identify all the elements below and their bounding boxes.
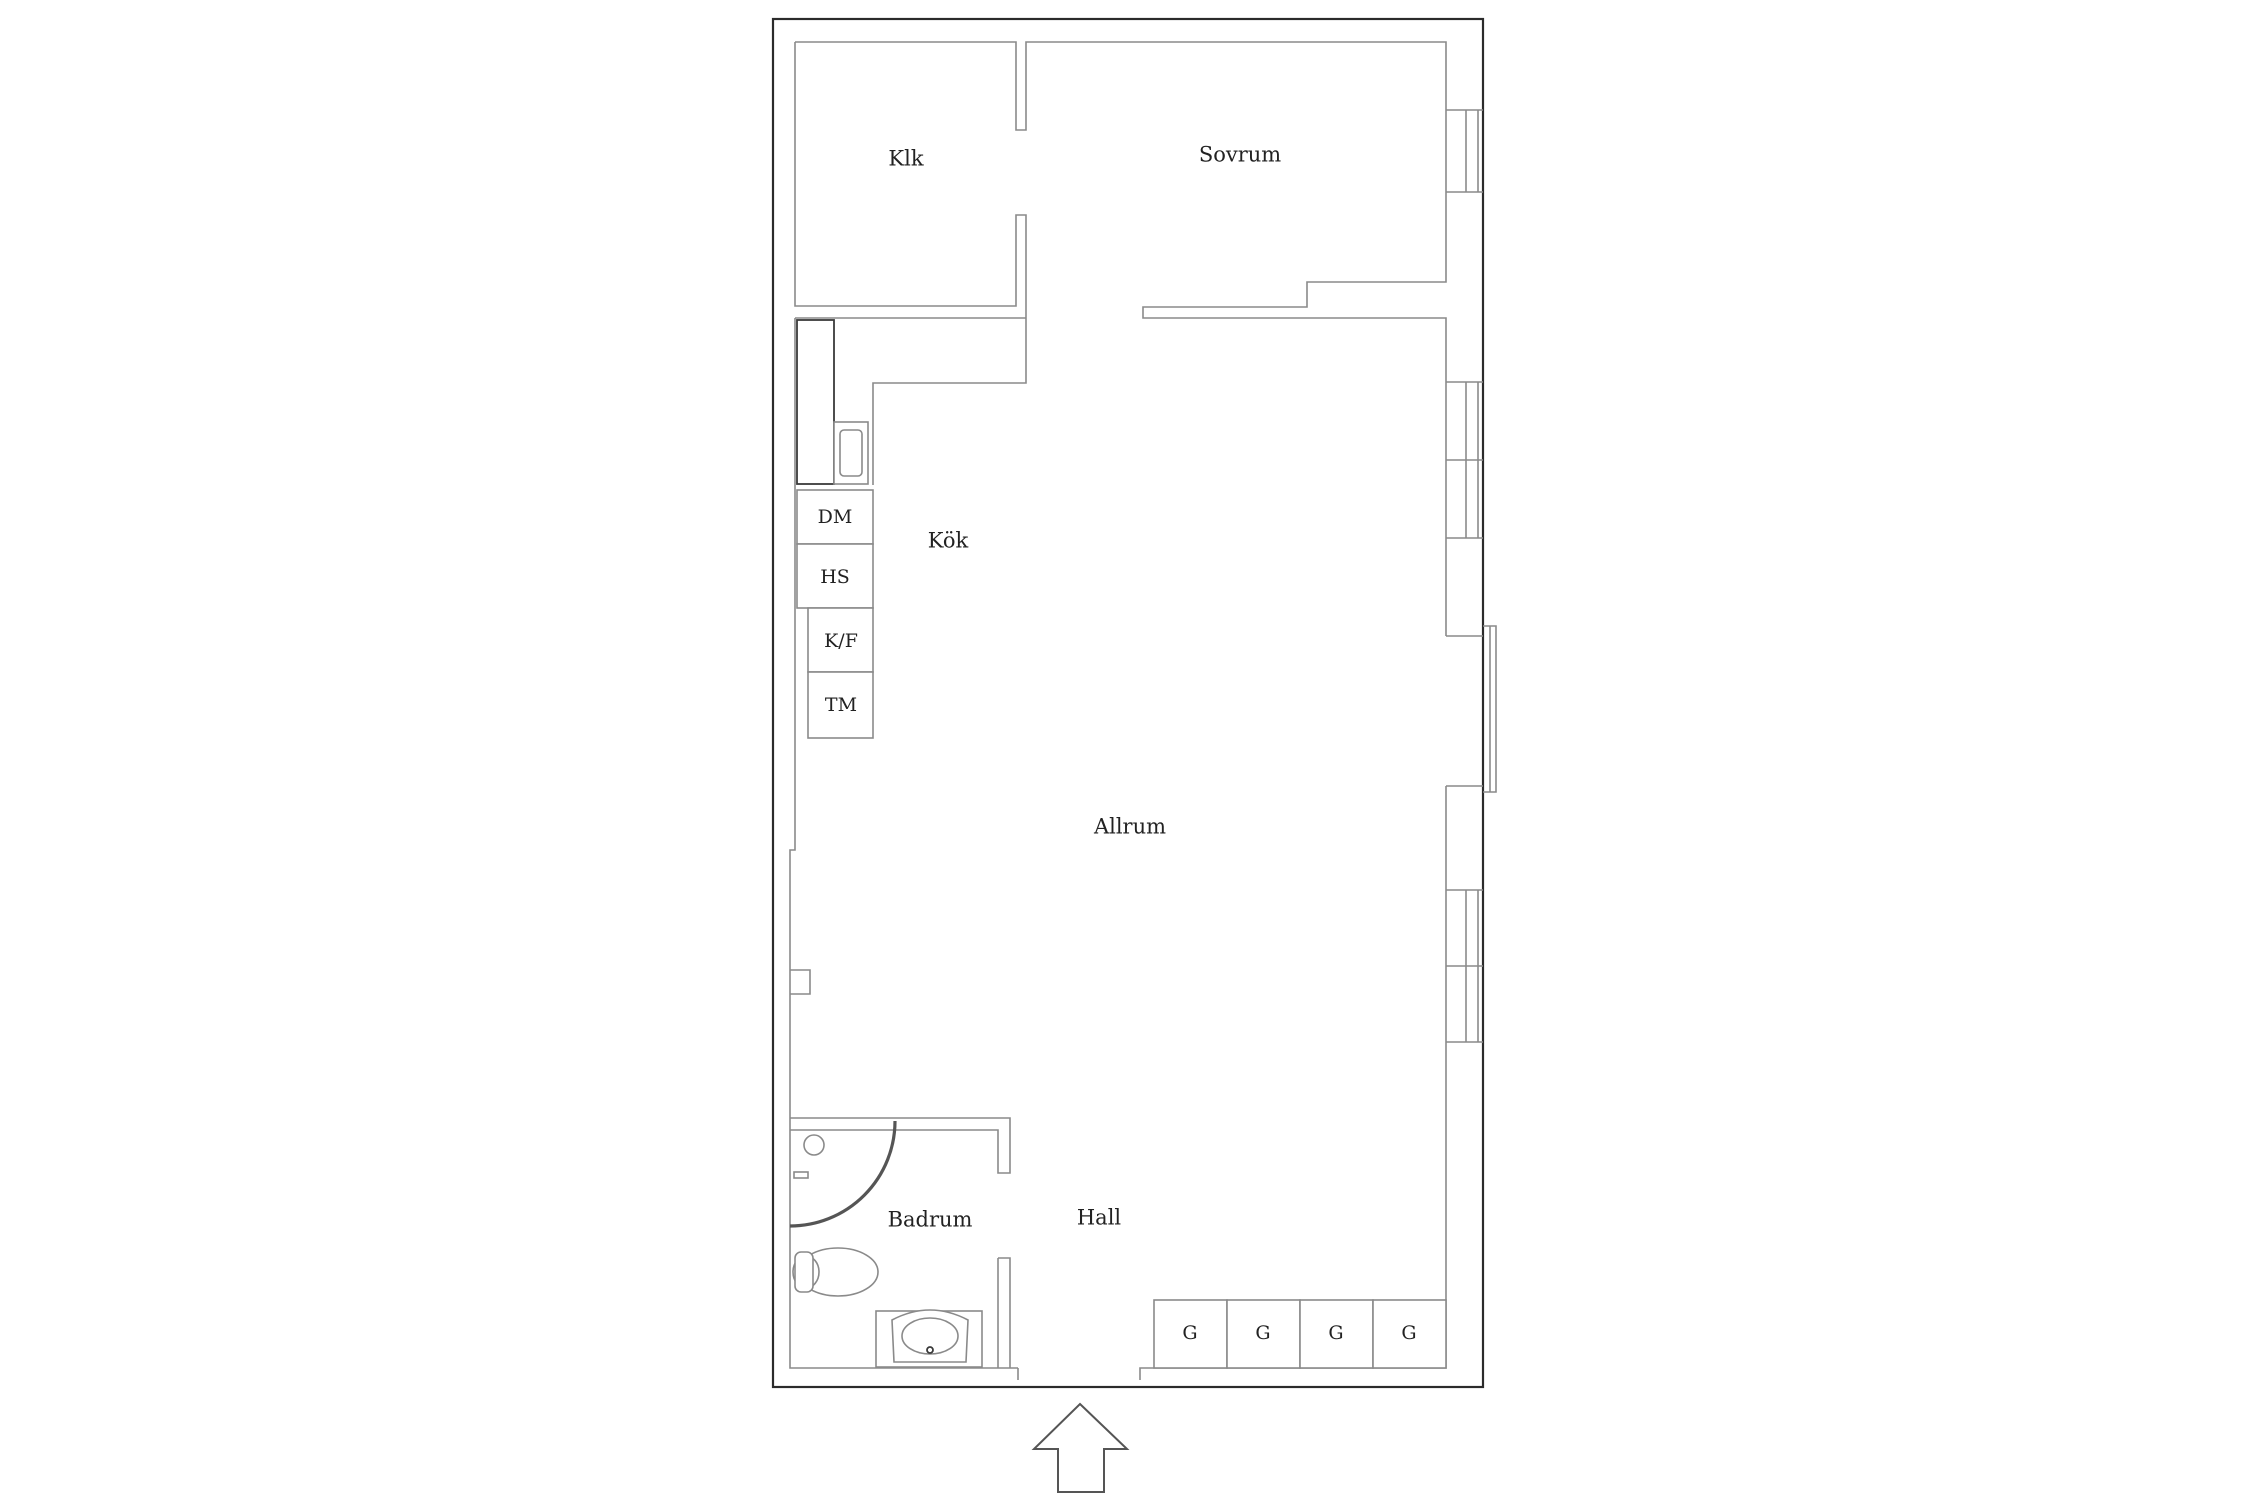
washbasin-icon xyxy=(875,1309,983,1368)
wardrobe-label: G xyxy=(1401,1322,1416,1344)
dryer-box xyxy=(807,671,874,739)
toilet-icon xyxy=(792,1247,879,1297)
room-label-allrum: Allrum xyxy=(1093,815,1166,839)
fridge-freezer-box xyxy=(807,607,874,673)
dishwasher-box xyxy=(796,489,874,545)
wardrobes: G G G G xyxy=(1153,1299,1447,1369)
room-label-sovrum: Sovrum xyxy=(1199,143,1281,167)
fridge-freezer-label: K/F xyxy=(824,630,858,652)
inner-walls xyxy=(789,41,1497,1380)
wardrobe-label: G xyxy=(1255,1322,1270,1344)
cabinet-box xyxy=(796,543,874,609)
room-label-badrum: Badrum xyxy=(888,1208,973,1232)
room-label-kok: Kök xyxy=(928,529,969,553)
dishwasher-label: DM xyxy=(818,506,853,528)
wardrobe-box xyxy=(1299,1299,1374,1369)
entrance-arrow-icon xyxy=(1031,1402,1130,1493)
wardrobe-box xyxy=(1372,1299,1447,1369)
shower-icon xyxy=(793,1134,825,1179)
room-label-hall: Hall xyxy=(1077,1206,1122,1230)
wardrobe-label: G xyxy=(1328,1322,1343,1344)
dryer-label: TM xyxy=(825,694,857,716)
outer-wall xyxy=(771,17,1485,1389)
kitchen-counter xyxy=(796,319,835,485)
cabinet-label: HS xyxy=(820,566,850,588)
room-label-klk: Klk xyxy=(888,147,923,171)
shower-door-arc xyxy=(789,1120,897,1228)
kitchen-sink-icon xyxy=(833,421,869,485)
wardrobe-box xyxy=(1226,1299,1301,1369)
wardrobe-label: G xyxy=(1182,1322,1197,1344)
